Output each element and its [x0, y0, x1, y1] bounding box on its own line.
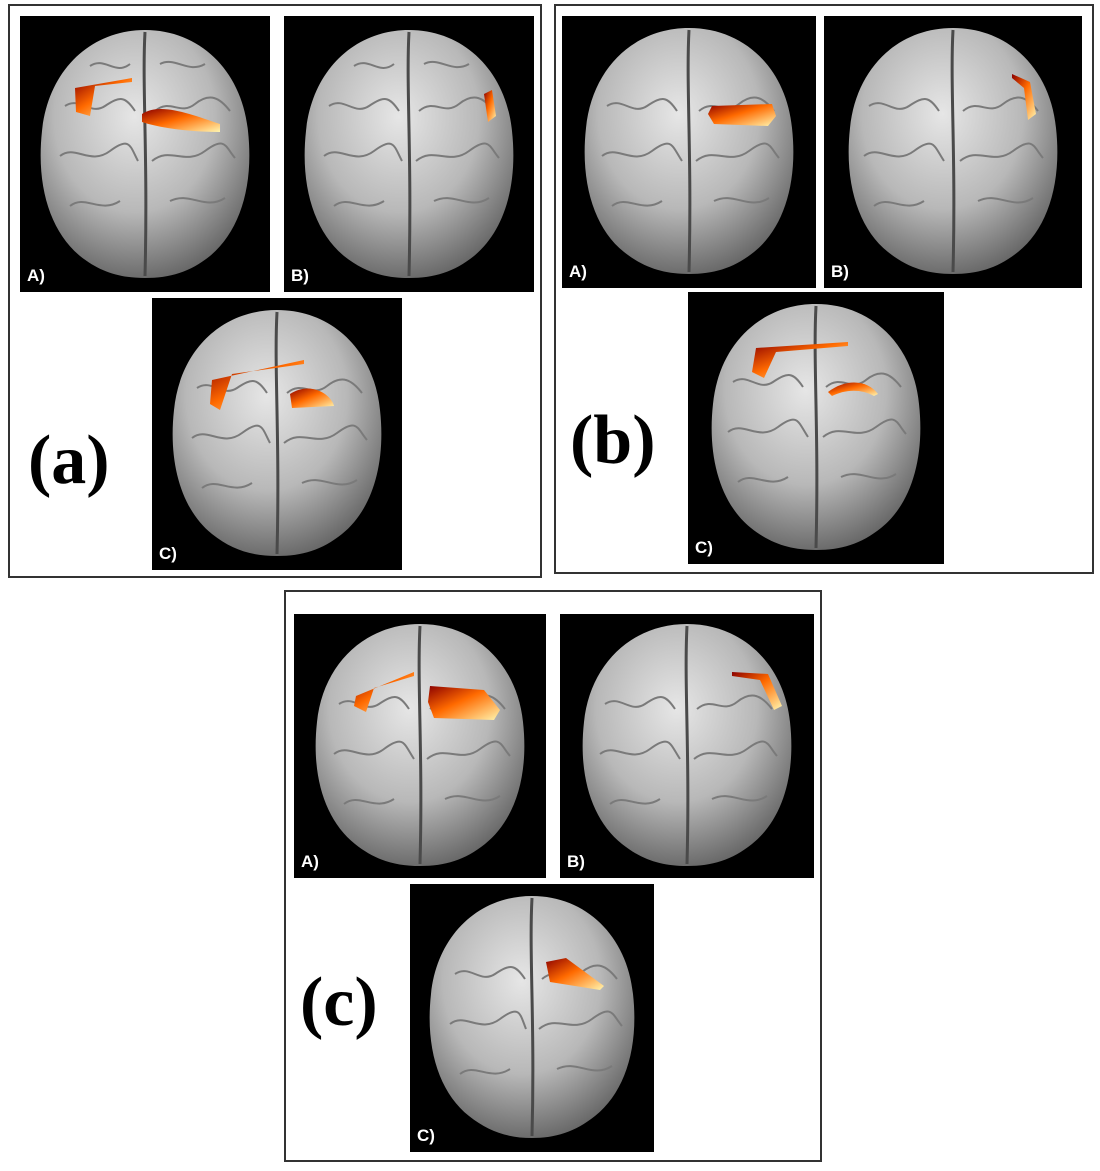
- brain-surface: [711, 304, 921, 550]
- figure-group-a: A) B): [8, 4, 542, 578]
- panel-label: C): [417, 1126, 435, 1145]
- brain-panel-c-C: C): [410, 884, 654, 1152]
- activation-left-superior: [75, 78, 132, 116]
- group-label: (b): [570, 402, 656, 479]
- brain-render: [429, 896, 635, 1138]
- panel-label: B): [831, 262, 849, 281]
- panel-label: A): [301, 852, 319, 871]
- brain-panel-b-A: A): [562, 16, 816, 288]
- brain-render: [315, 624, 525, 866]
- brain-panel-b-C: C): [688, 292, 944, 564]
- panel-label: C): [159, 544, 177, 563]
- brain-surface: [582, 624, 792, 866]
- activation-right-blob: [142, 108, 220, 132]
- brain-surface: [315, 624, 525, 866]
- panel-label: B): [567, 852, 585, 871]
- activation-right-wedge: [546, 958, 604, 990]
- activation-central-blob: [708, 104, 776, 126]
- brain-render: [848, 28, 1058, 274]
- brain-render: [40, 30, 250, 278]
- brain-panel-a-B: B): [284, 16, 534, 292]
- activation-left-superior: [354, 672, 414, 712]
- brain-render: [304, 30, 514, 278]
- activation-left-superior: [752, 342, 848, 378]
- brain-panel-c-B: B): [560, 614, 814, 878]
- brain-surface: [40, 30, 250, 278]
- brain-surface: [429, 896, 635, 1138]
- brain-panel-a-C: C): [152, 298, 402, 570]
- activation-right-crescent: [828, 382, 878, 396]
- group-label: (a): [28, 422, 110, 499]
- brain-panel-b-B: B): [824, 16, 1082, 288]
- panel-label: B): [291, 266, 309, 285]
- brain-render: [584, 28, 794, 274]
- group-label: (c): [300, 964, 378, 1041]
- brain-surface: [172, 310, 382, 556]
- panel-label: A): [27, 266, 45, 285]
- brain-render: [582, 624, 792, 866]
- activation-left-superior: [210, 360, 304, 410]
- activation-right-lateral: [484, 90, 496, 122]
- brain-surface: [584, 28, 794, 274]
- brain-render: [172, 310, 382, 556]
- activation-right-lateral: [1012, 74, 1036, 120]
- figure-group-c: A) B): [284, 590, 822, 1162]
- activation-right-blob: [290, 388, 334, 408]
- brain-panel-a-A: A): [20, 16, 270, 292]
- panel-label: C): [695, 538, 713, 557]
- activation-right-blob: [428, 686, 500, 720]
- brain-surface: [848, 28, 1058, 274]
- activation-right-lateral: [732, 672, 782, 710]
- brain-panel-c-A: A): [294, 614, 546, 878]
- brain-surface: [304, 30, 514, 278]
- figure-group-b: A) B): [554, 4, 1094, 574]
- panel-label: A): [569, 262, 587, 281]
- brain-render: [711, 304, 921, 550]
